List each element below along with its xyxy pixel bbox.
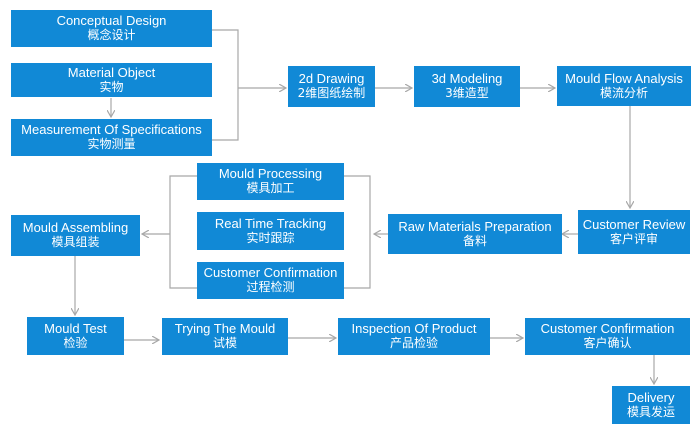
node-trying-the-mould: Trying The Mould 试模 — [162, 318, 288, 355]
node-label-zh: 实物测量 — [87, 137, 136, 152]
node-label-zh: 试模 — [212, 336, 237, 351]
node-customer-review: Customer Review 客户评审 — [578, 210, 690, 254]
node-label-zh: 模流分析 — [599, 85, 648, 100]
node-label-zh: 备料 — [462, 233, 487, 248]
node-label-zh: 过程检测 — [246, 280, 295, 295]
node-material-object: Material Object 实物 — [11, 63, 212, 97]
node-mould-processing: Mould Processing 模具加工 — [197, 163, 344, 200]
node-mould-test: Mould Test 检验 — [27, 317, 124, 355]
node-label-en: Customer Review — [582, 216, 686, 232]
node-2d-drawing: 2d Drawing 2维图纸绘制 — [288, 66, 375, 107]
node-inspection-of-product: Inspection Of Product 产品检验 — [338, 318, 490, 355]
node-label-en: Delivery — [627, 389, 675, 405]
node-label-en: Customer Confirmation — [203, 265, 338, 281]
node-label-zh: 3维造型 — [445, 86, 489, 101]
node-label-en: Conceptual Design — [56, 13, 167, 29]
node-label-zh: 检验 — [63, 335, 88, 350]
node-label-en: 2d Drawing — [298, 71, 365, 87]
node-label-en: Mould Assembling — [22, 220, 129, 236]
node-label-en: Customer Confirmation — [540, 321, 675, 337]
node-real-time-tracking: Real Time Tracking 实时跟踪 — [197, 212, 344, 250]
node-label-en: Inspection Of Product — [351, 321, 477, 337]
bracket-processing-right — [344, 175, 371, 289]
node-mould-flow-analysis: Mould Flow Analysis 模流分析 — [557, 66, 691, 106]
node-label-en: Mould Flow Analysis — [565, 70, 683, 86]
node-conceptual-design: Conceptual Design 概念设计 — [11, 10, 212, 47]
node-label-en: Mould Test — [44, 320, 107, 336]
node-mould-assembling: Mould Assembling 模具组装 — [11, 215, 140, 256]
node-customer-confirmation-final: Customer Confirmation 客户确认 — [525, 318, 690, 355]
node-customer-confirmation-process: Customer Confirmation 过程检测 — [197, 262, 344, 299]
node-label-zh: 概念设计 — [87, 28, 136, 43]
node-label-en: Material Object — [67, 64, 156, 80]
node-label-en: Mould Processing — [218, 166, 323, 182]
node-label-zh: 产品检验 — [389, 336, 438, 351]
node-label-zh: 模具发运 — [626, 404, 675, 419]
node-label-zh: 客户评审 — [609, 231, 658, 246]
node-label-zh: 实物 — [99, 79, 124, 94]
node-delivery: Delivery 模具发运 — [612, 386, 690, 424]
node-label-zh: 2维图纸绘制 — [297, 86, 366, 101]
node-label-en: Trying The Mould — [174, 321, 276, 337]
bracket-processing-left — [169, 175, 197, 289]
node-label-en: Measurement Of Specifications — [21, 122, 202, 138]
node-label-en: 3d Modeling — [431, 71, 503, 87]
node-label-zh: 实时跟踪 — [246, 230, 295, 245]
node-raw-materials-preparation: Raw Materials Preparation 备料 — [388, 214, 562, 254]
node-label-en: Real Time Tracking — [214, 215, 327, 231]
node-label-zh: 客户确认 — [583, 336, 632, 351]
node-3d-modeling: 3d Modeling 3维造型 — [414, 66, 520, 107]
node-label-en: Raw Materials Preparation — [398, 218, 552, 234]
node-label-zh: 模具加工 — [246, 181, 295, 196]
node-label-zh: 模具组装 — [51, 235, 100, 250]
bracket-design-inputs — [212, 29, 239, 141]
node-measurement-of-specifications: Measurement Of Specifications 实物测量 — [11, 119, 212, 156]
